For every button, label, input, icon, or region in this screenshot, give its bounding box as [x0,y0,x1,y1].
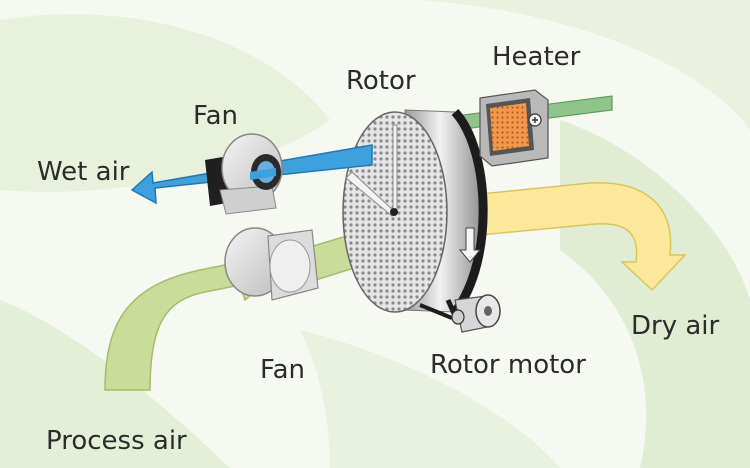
bottom-fan [224,227,319,301]
label-rotor: Rotor [346,66,416,96]
heater [479,89,549,167]
rotor-wheel [342,108,488,315]
label-process-air: Process air [46,426,187,456]
label-wet-air: Wet air [37,157,130,187]
label-dry-air: Dry air [631,311,720,341]
dry-air-arrow [469,182,687,292]
label-fan-bottom: Fan [260,355,305,385]
label-fan-top: Fan [193,101,238,131]
top-fan [205,133,283,215]
label-heater: Heater [492,42,581,72]
label-rotor-motor: Rotor motor [430,350,586,380]
rotor-motor [451,294,501,333]
